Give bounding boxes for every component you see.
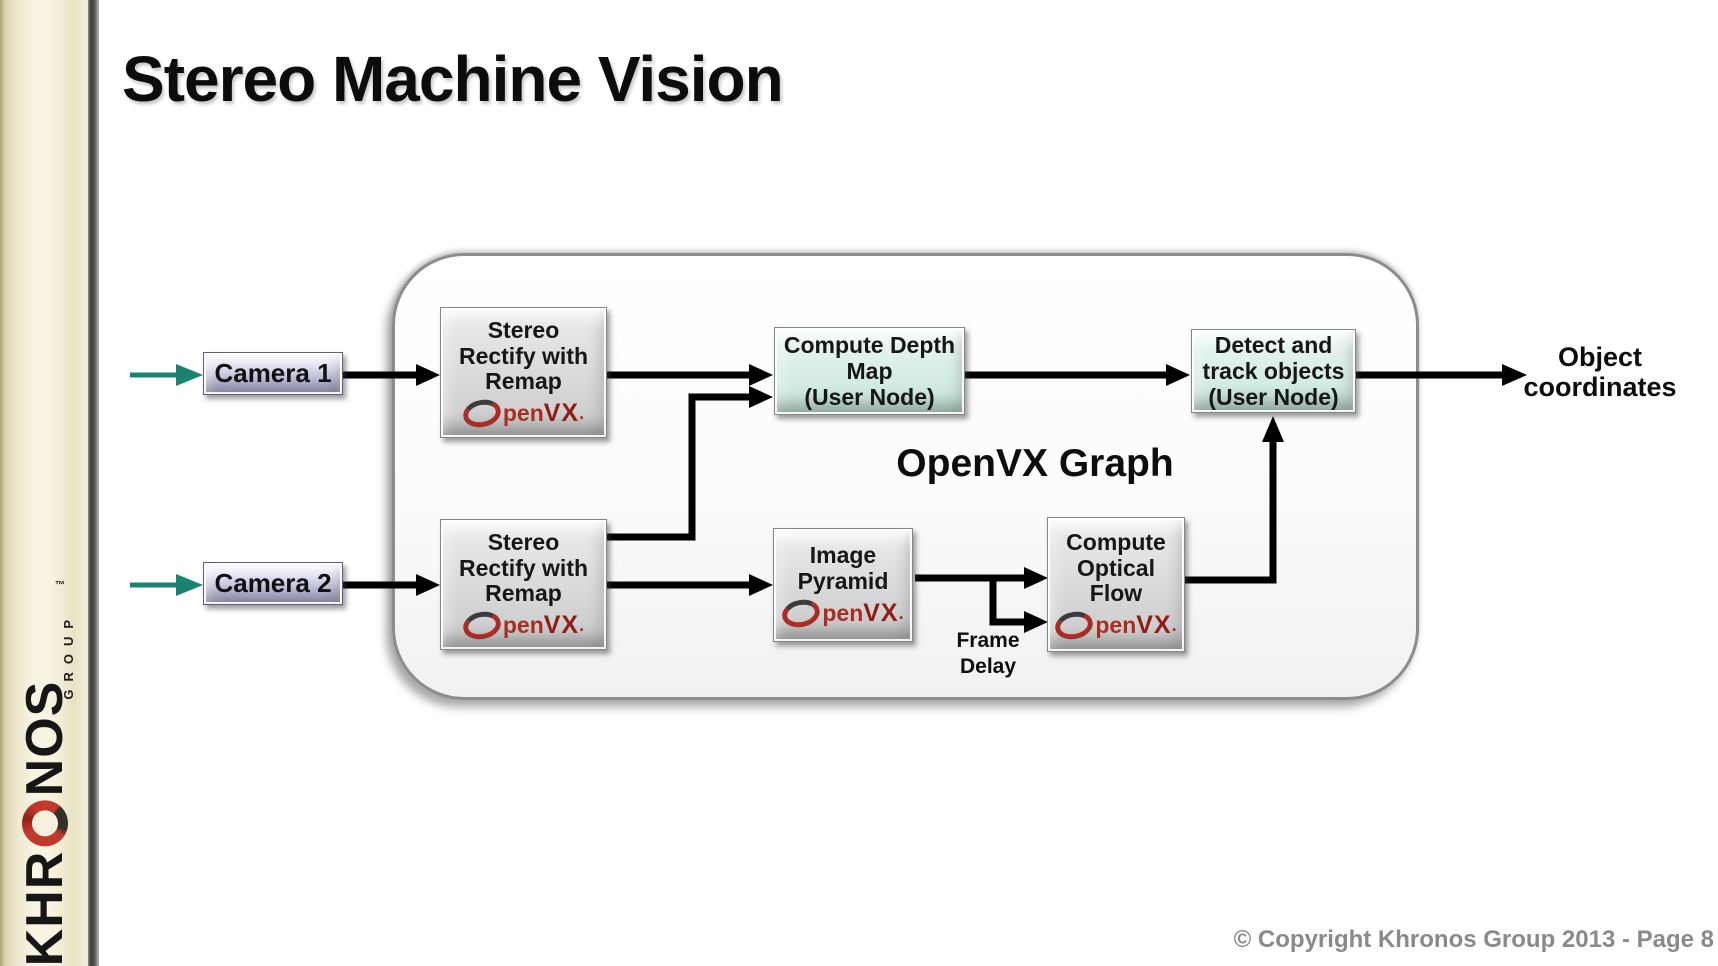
node-stereo-rectify-1-label: Stereo Rectify with Remap [458, 316, 589, 395]
openvx-o-swirl-icon [460, 396, 504, 432]
arrowhead-output [1502, 364, 1527, 386]
openvx-o-swirl-icon [779, 596, 823, 631]
wire-stereo2-to-depth [607, 393, 751, 541]
trademark-symbol: ™ [55, 580, 65, 591]
page-title: Stereo Machine Vision [122, 43, 784, 115]
sidebar-divider [88, 0, 99, 966]
node-compute-depth-map-label: Compute Depth Map (User Node) [783, 332, 956, 410]
camera2-label: Camera 2 [214, 568, 332, 598]
arrowhead-depth-in2 [749, 386, 773, 408]
node-stereo-rectify-2-label: Stereo Rectify with Remap [458, 528, 589, 607]
arrowhead-detect-bottom-in [1262, 416, 1284, 442]
openvx-o-swirl-icon [1052, 608, 1096, 644]
arrowhead-detect-in [1166, 364, 1190, 386]
frame-delay-label: Frame Delay [956, 629, 1020, 678]
camera2-input-arrow [130, 574, 203, 596]
camera1-label: Camera 1 [214, 358, 332, 388]
arrowhead-optflow-in1 [1024, 567, 1048, 589]
arrowhead-pyramid-in [749, 574, 773, 596]
object-coordinates-label: Object coordinates [1523, 342, 1677, 403]
node-compute-depth-map: Compute Depth Map (User Node) [774, 327, 965, 415]
node-detect-track-objects-label: Detect and track objects (User Node) [1202, 332, 1345, 410]
wire-frame-delay-branch [989, 578, 1026, 626]
camera2-box: Camera 2 [203, 562, 343, 605]
node-image-pyramid-label: Image Pyramid [797, 542, 889, 594]
node-compute-optical-flow-label: Compute Optical Flow [1066, 528, 1166, 607]
arrowhead-depth-in1 [749, 364, 773, 386]
camera1-box: Camera 1 [203, 352, 343, 395]
arrowhead-stereo1-in [416, 364, 440, 386]
wire-optflow-to-detect [1185, 440, 1277, 584]
openvx-graph-label: OpenVX Graph [896, 442, 1174, 485]
arrowhead-stereo2-in [416, 574, 440, 596]
openvx-o-swirl-icon [460, 608, 504, 644]
camera1-input-arrow [130, 364, 203, 386]
copyright-footer: © Copyright Khronos Group 2013 - Page 8 [1233, 926, 1714, 953]
node-detect-track-objects: Detect and track objects (User Node) [1191, 329, 1356, 413]
arrowhead-optflow-in2 [1024, 611, 1048, 633]
